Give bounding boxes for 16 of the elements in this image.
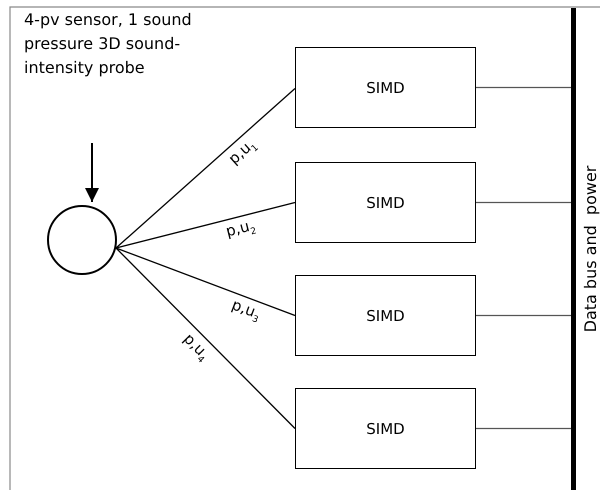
process-box: SIMD: [295, 162, 476, 243]
bus-label: Data bus and power: [581, 166, 600, 332]
sensor-description: 4-pv sensor, 1 sound pressure 3D sound-intensity probe: [24, 8, 214, 104]
process-box: SIMD: [295, 47, 476, 128]
arrow: [85, 143, 99, 202]
connector-line: [476, 86, 571, 88]
connector-line: [476, 202, 571, 204]
process-box: SIMD: [295, 275, 476, 356]
connector-line: [476, 428, 571, 430]
connector-line: [476, 314, 571, 316]
connector-line: [116, 202, 296, 249]
process-box: SIMD: [295, 388, 476, 469]
connector-line: [116, 247, 296, 316]
connector-line: [116, 248, 296, 429]
connector-line: [116, 88, 296, 248]
probe-circle: [47, 205, 117, 275]
